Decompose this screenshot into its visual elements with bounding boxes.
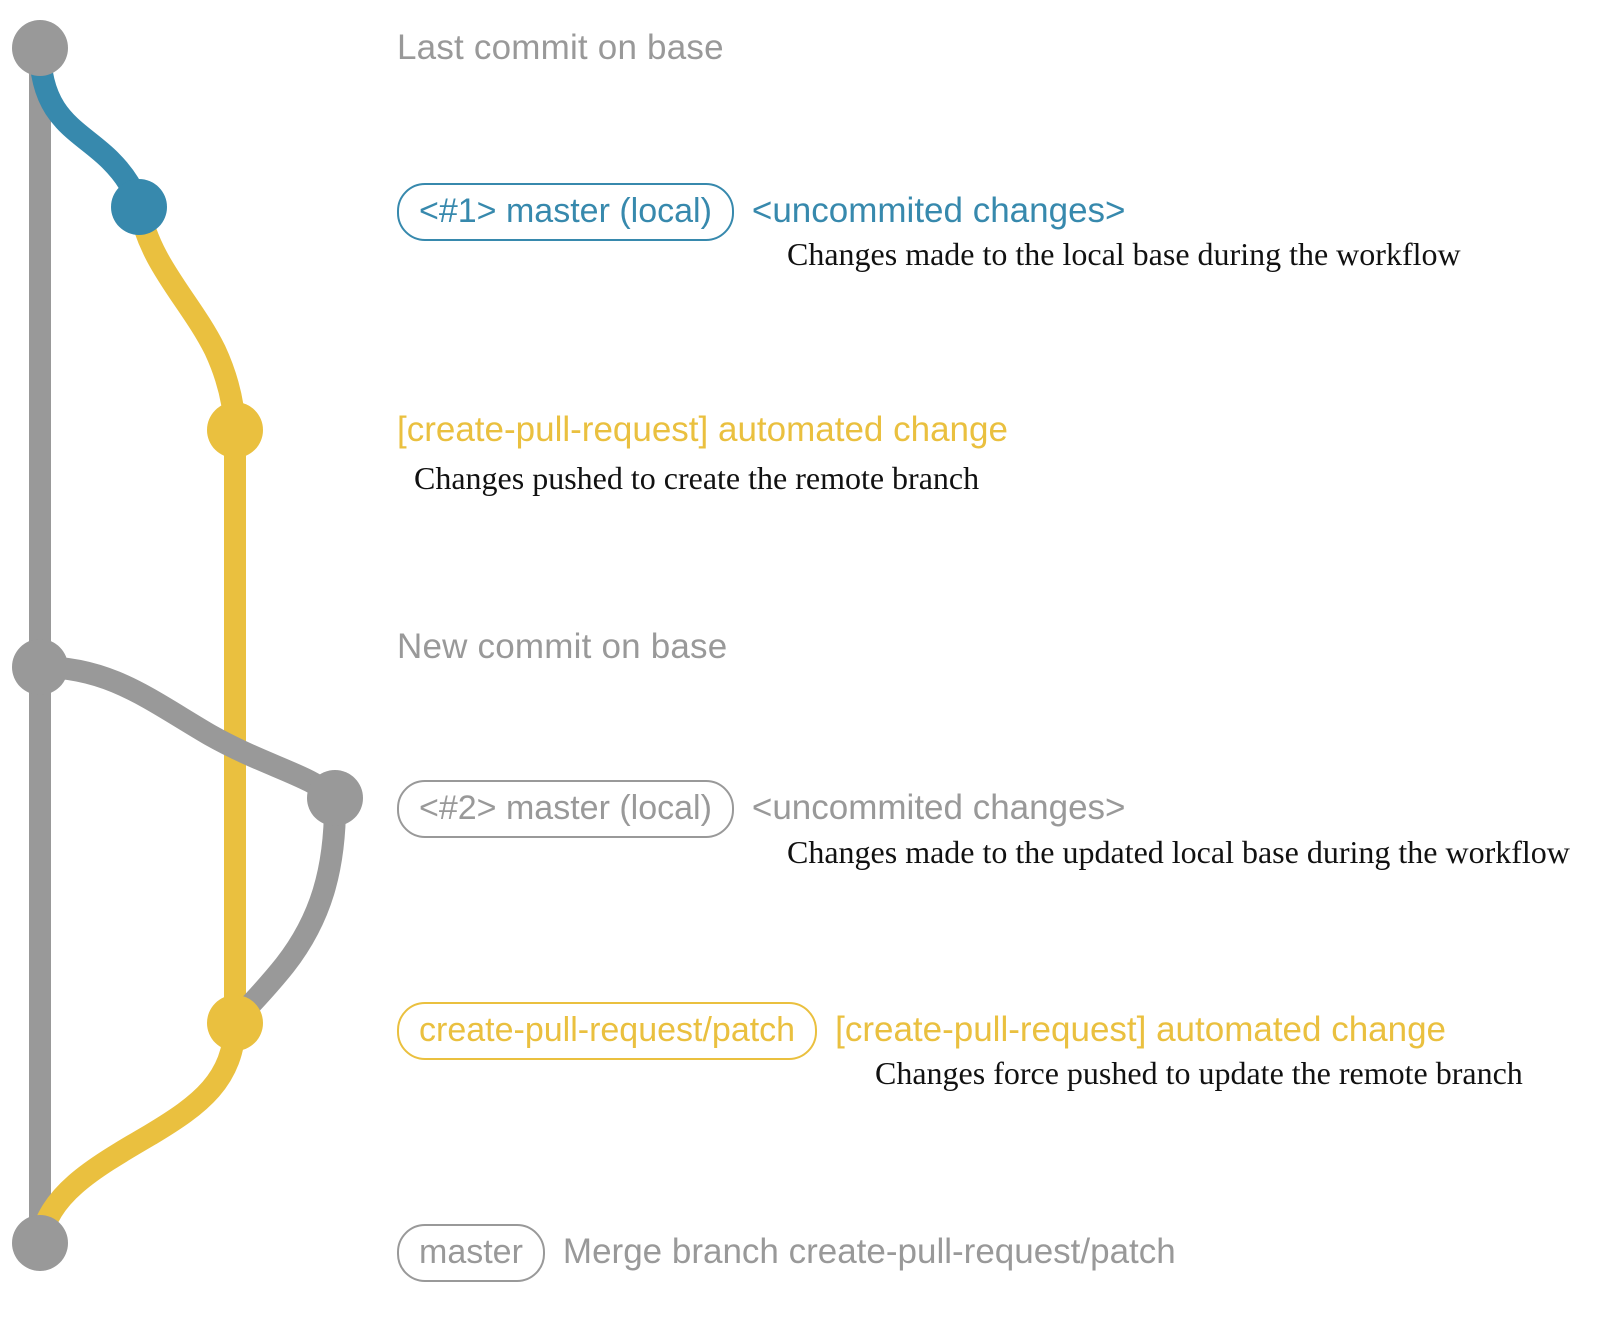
badge-master-local-2[interactable]: <#2> master (local) <box>397 780 734 838</box>
commit-node-local-2 <box>307 770 363 826</box>
headline-uncommited-changes-2: <uncommited changes> <box>751 788 1126 827</box>
commit-node-last-commit-on-base <box>12 20 68 76</box>
row-last-commit-on-base: Last commit on base <box>397 30 724 65</box>
note-local-2: Changes made to the updated local base d… <box>787 834 1570 870</box>
commit-node-automated-change-1 <box>207 402 263 458</box>
row-local-2: <#2> master (local) <uncommited changes> <box>397 780 1125 838</box>
row-local-1: <#1> master (local) <uncommited changes> <box>397 183 1125 241</box>
row-patch-branch: create-pull-request/patch [create-pull-r… <box>397 1002 1446 1060</box>
commit-nodes <box>12 20 363 1271</box>
headline-master-merge: Merge branch create-pull-request/patch <box>562 1232 1176 1271</box>
last-commit-on-base-title: Last commit on base <box>397 28 724 67</box>
note-patch-branch: Changes force pushed to update the remot… <box>875 1055 1523 1091</box>
headline-uncommited-changes-1: <uncommited changes> <box>751 191 1126 230</box>
badge-create-pull-request-patch[interactable]: create-pull-request/patch <box>397 1002 818 1060</box>
headline-automated-change-1: [create-pull-request] automated change <box>397 410 1008 449</box>
note-automated-change-1: Changes pushed to create the remote bran… <box>414 460 980 496</box>
commit-node-local-1 <box>111 179 167 235</box>
row-new-commit-on-base: New commit on base <box>397 629 727 664</box>
badge-master-local-1[interactable]: <#1> master (local) <box>397 183 734 241</box>
row-master-merge: master Merge branch create-pull-request/… <box>397 1224 1176 1282</box>
note-local-1: Changes made to the local base during th… <box>787 236 1461 272</box>
commit-graph <box>12 20 363 1271</box>
new-commit-on-base-title: New commit on base <box>397 627 728 666</box>
headline-automated-change-2: [create-pull-request] automated change <box>835 1010 1447 1049</box>
commit-node-patch-branch <box>207 995 263 1051</box>
commit-node-new-commit-on-base <box>12 639 68 695</box>
badge-master[interactable]: master <box>397 1224 545 1282</box>
commit-node-master-merge <box>12 1215 68 1271</box>
edge-patch2-to-master <box>29 1012 246 1254</box>
row-automated-change-1: [create-pull-request] automated change <box>397 412 1008 447</box>
edge-base-to-local2 <box>29 656 346 809</box>
